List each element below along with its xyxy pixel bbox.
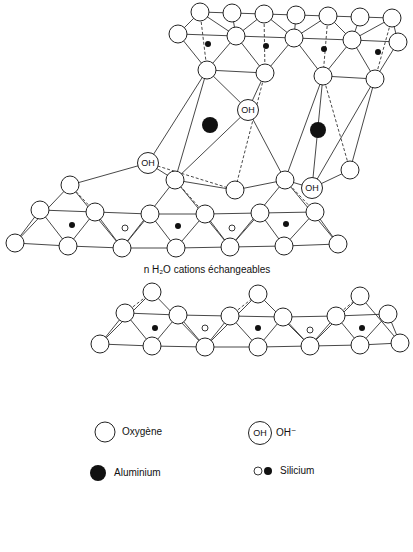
oxygen-atom [351,336,369,354]
oxygen-atom [327,307,345,325]
oh-circle: OH [237,99,259,121]
silicon-atom [175,223,181,229]
oxygen-atom [169,306,187,324]
legend-text: Oxygène [122,426,162,438]
structure-edges [148,73,350,190]
oxygen-atom [287,6,305,24]
layer-label: n H₂O cations échangeables [142,264,273,276]
oxygen-atom [389,33,407,51]
aluminium-atom [202,117,218,133]
oxygen-atom [169,25,187,43]
oh-label: OH [141,159,155,168]
oxygen-atom [91,335,109,353]
oxygen-atom [256,64,274,82]
oxygen-atom [61,176,79,194]
silicon-atom [152,325,158,331]
oxygen-atom [285,29,303,47]
silicon-atom [122,225,128,231]
oxygen-atom [198,61,216,79]
legend-sample [95,422,115,442]
oxygen-atom [59,237,77,255]
silicon-atom [69,41,381,333]
oxygen-atom [166,171,184,189]
oh-label: OH [253,429,267,438]
oxygen-atom [251,204,269,222]
oh-circle: OH [301,177,323,199]
oxygen-atom [379,305,397,323]
silicon-atom [263,43,269,49]
oxygen-atom [343,31,361,49]
oh-label: OH [305,184,319,193]
oh-label: OH [241,106,255,115]
aluminium-atom [310,122,326,138]
oxygen-atom [383,9,401,27]
oxygen-atom [167,239,185,257]
aluminium-atom [202,117,326,138]
oh-circle: OH [248,421,272,445]
silicon-atom [307,327,313,333]
oxygen-atom [226,181,244,199]
oxygen-atom [306,203,324,221]
oxygen-atom [249,338,267,356]
silicon-atom [229,225,235,231]
legend-sample [90,422,272,481]
oxygen-atom [276,171,294,189]
oxygen-atom [116,304,134,322]
legend-text: Aluminium [114,467,161,479]
oxygen-atom [341,161,359,179]
oxygen-atom [255,5,273,23]
oxygen-atom [366,70,384,88]
oxygen-atom [113,239,131,257]
oxygen-atom [319,7,337,25]
oxygen-atom [249,285,267,303]
silicon-atom [69,222,75,228]
oxygen-atom [301,337,319,355]
oxygen-atom [143,337,161,355]
silicon-atom [255,325,261,331]
oxygen-atom [351,8,369,26]
oxygen-atom [191,3,209,21]
oxygen-atom [275,237,293,255]
structure-edges [40,210,315,214]
oxygen-atom [223,4,241,22]
oxygen-atom [6,234,24,252]
oxygen-atom [329,235,347,253]
structure-edges [15,12,400,347]
oxygen-atom [314,67,332,85]
structure-edges [125,313,388,317]
silicon-atom [205,41,211,47]
oxygen-atom [351,287,369,305]
legend-sample [264,467,272,475]
legend-text: Silicium [280,465,314,477]
oxygen-atom [221,307,239,325]
oxygen-atom [86,203,104,221]
structure-edges [70,70,375,190]
oxygen-atom [391,334,409,352]
silicon-atom [375,49,381,55]
silicon-atom [202,325,208,331]
oxygen-atom [274,308,292,326]
legend-text: OH⁻ [276,427,296,439]
oh-circle: OH [137,152,159,174]
legend-sample [90,465,106,481]
oxygen-atom [196,205,214,223]
oxygen-atom [31,201,49,219]
oxygen-atom [6,3,409,356]
silicon-atom [283,221,289,227]
silicon-atom [321,46,327,52]
oxygen-atom [143,283,161,301]
silicon-atom [359,325,365,331]
oxygen-atom [141,205,159,223]
legend-sample [254,467,262,475]
oxygen-atom [196,338,214,356]
oxygen-atom [221,238,239,256]
oxygen-atom [227,27,245,45]
